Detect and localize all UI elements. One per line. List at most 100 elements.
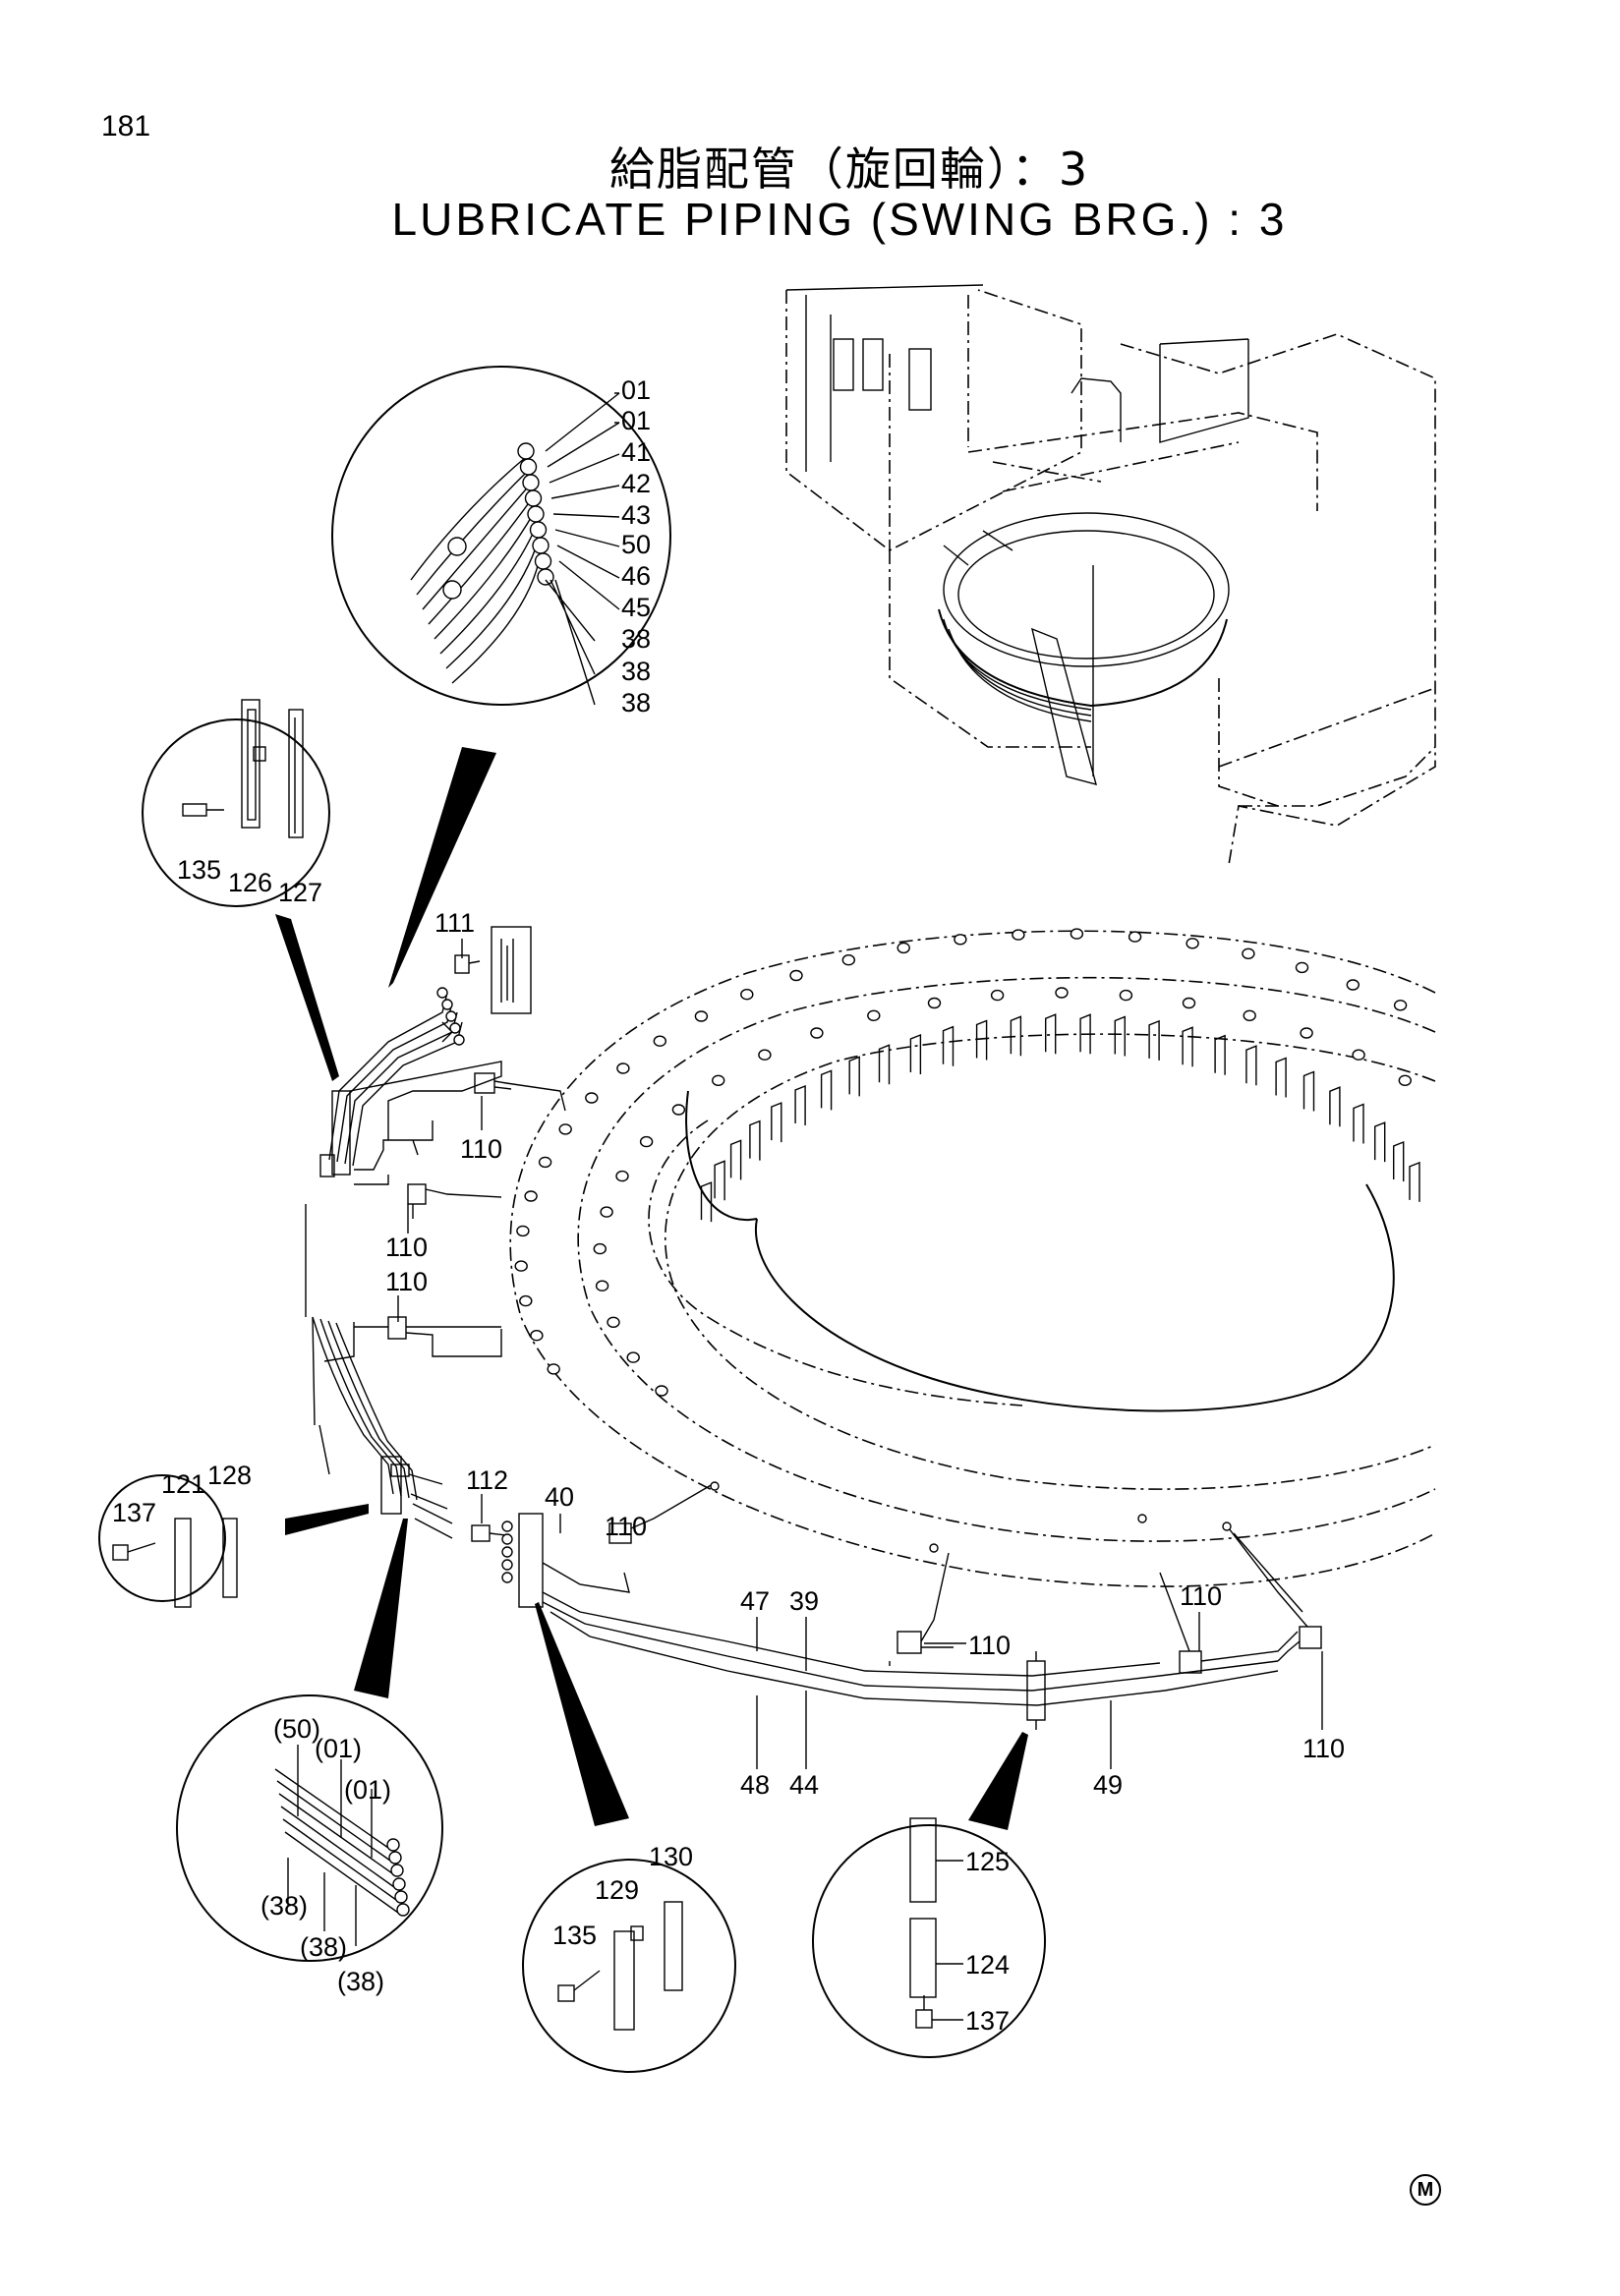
gear-tooth — [1245, 1045, 1257, 1086]
bolt-hole — [758, 1049, 772, 1061]
label-01-paren-b: (01) — [344, 1775, 391, 1805]
ring-gear-teeth — [700, 1013, 1420, 1223]
bolt-hole — [671, 1104, 686, 1116]
gear-tooth — [1214, 1034, 1226, 1075]
bolt-hole — [740, 989, 754, 1001]
label-135-clamp: 135 — [177, 855, 221, 885]
bolt-hole — [954, 934, 967, 946]
detail-circle-top — [331, 366, 671, 706]
gear-tooth — [1148, 1019, 1160, 1061]
bolt-hole — [547, 1363, 560, 1375]
gear-tooth — [878, 1044, 891, 1085]
gear-tooth — [1010, 1015, 1022, 1057]
label-125: 125 — [965, 1847, 1010, 1876]
bolt-hole — [600, 1206, 613, 1218]
bolt-hole — [615, 1170, 629, 1182]
bolt-hole — [867, 1009, 881, 1022]
bolt-hole — [712, 1074, 725, 1087]
label-48: 48 — [740, 1770, 770, 1800]
gear-tooth — [700, 1181, 713, 1223]
gear-tooth — [942, 1025, 955, 1066]
bolt-hole — [1070, 928, 1084, 940]
lube-piping — [305, 926, 1322, 1730]
bolt-hole — [1119, 989, 1133, 1002]
gear-tooth — [1079, 1013, 1091, 1055]
detail-circle-bottom-right: 125 124 137 — [812, 1817, 1046, 2058]
part-number-labels: 111 110 110 110 112 40 110 47 39 110 110… — [385, 908, 1345, 1800]
bolt-hole — [1300, 1027, 1313, 1039]
bolt-hole — [558, 1123, 572, 1135]
label-110-a: 110 — [460, 1134, 502, 1164]
bolt-hole — [1186, 938, 1199, 949]
bolt-hole — [1128, 931, 1142, 943]
upper-frame-structure — [785, 284, 1436, 866]
top-detail-label: 43 — [621, 500, 651, 530]
bolt-hole — [593, 1242, 607, 1255]
label-47: 47 — [740, 1586, 770, 1616]
bolt-hole — [595, 1280, 609, 1292]
bolt-hole — [1352, 1049, 1365, 1061]
gear-tooth — [794, 1084, 806, 1125]
detail-circle-left: 137 121 128 — [98, 1461, 252, 1608]
gear-tooth — [1275, 1057, 1287, 1098]
grease-nipple — [524, 489, 543, 507]
label-111: 111 — [434, 908, 475, 938]
gear-tooth — [1374, 1121, 1386, 1163]
label-44: 44 — [789, 1770, 819, 1800]
corner-mark: M — [1410, 2174, 1441, 2206]
bolt-hole — [897, 942, 910, 954]
bolt-hole — [653, 1035, 666, 1047]
grease-nipple — [522, 474, 540, 491]
bolt-hole — [607, 1316, 620, 1329]
bolt-hole — [616, 1062, 630, 1074]
label-130: 130 — [649, 1842, 693, 1871]
label-110-g: 110 — [1302, 1734, 1345, 1763]
bolt-hole — [1182, 997, 1196, 1009]
bolt-hole — [1295, 961, 1309, 974]
gear-tooth — [909, 1033, 922, 1074]
label-128: 128 — [207, 1461, 252, 1490]
bolt-hole — [927, 997, 942, 1009]
bolt-hole — [694, 1010, 709, 1022]
label-112: 112 — [466, 1465, 508, 1495]
detail-circle-bottom-mid: 130 129 135 — [522, 1842, 736, 2073]
label-110-e: 110 — [968, 1631, 1011, 1660]
gear-tooth — [820, 1069, 833, 1111]
grease-nipple — [529, 521, 548, 539]
label-121: 121 — [161, 1469, 205, 1499]
label-110-b: 110 — [385, 1233, 428, 1262]
label-49: 49 — [1093, 1770, 1123, 1800]
gear-tooth — [1409, 1161, 1420, 1202]
bolt-hole — [1393, 1000, 1408, 1011]
top-detail-label: 38 — [621, 688, 651, 718]
gear-tooth — [1182, 1026, 1193, 1067]
bolt-hole — [538, 1156, 552, 1169]
label-137-bottom: 137 — [965, 2006, 1010, 2036]
bolt-hole — [1055, 987, 1069, 999]
bolt-hole — [990, 989, 1005, 1002]
title-english: LUBRICATE PIPING (SWING BRG.) : 3 — [391, 194, 1288, 245]
label-129: 129 — [595, 1875, 639, 1905]
label-110-c: 110 — [385, 1267, 428, 1296]
bolt-hole — [841, 954, 855, 966]
label-38-paren-a: (38) — [260, 1891, 308, 1921]
top-detail-label: 38 — [621, 624, 651, 654]
gear-tooth — [1353, 1103, 1364, 1144]
grease-nipple — [519, 458, 538, 476]
bolt-hole — [514, 1260, 528, 1272]
grease-nipples — [517, 442, 554, 586]
label-40: 40 — [545, 1482, 574, 1512]
top-detail-label: 42 — [621, 469, 651, 498]
gear-tooth — [1045, 1013, 1057, 1055]
label-39: 39 — [789, 1586, 819, 1616]
bolt-hole — [524, 1190, 538, 1202]
gear-tooth — [1302, 1070, 1315, 1112]
page-number: 181 — [101, 110, 151, 143]
top-detail-label: 50 — [621, 530, 651, 559]
bolt-hole — [1346, 979, 1360, 991]
bolt-hole — [516, 1225, 530, 1237]
bolt-hole — [519, 1294, 533, 1307]
label-110-f: 110 — [1180, 1581, 1222, 1611]
